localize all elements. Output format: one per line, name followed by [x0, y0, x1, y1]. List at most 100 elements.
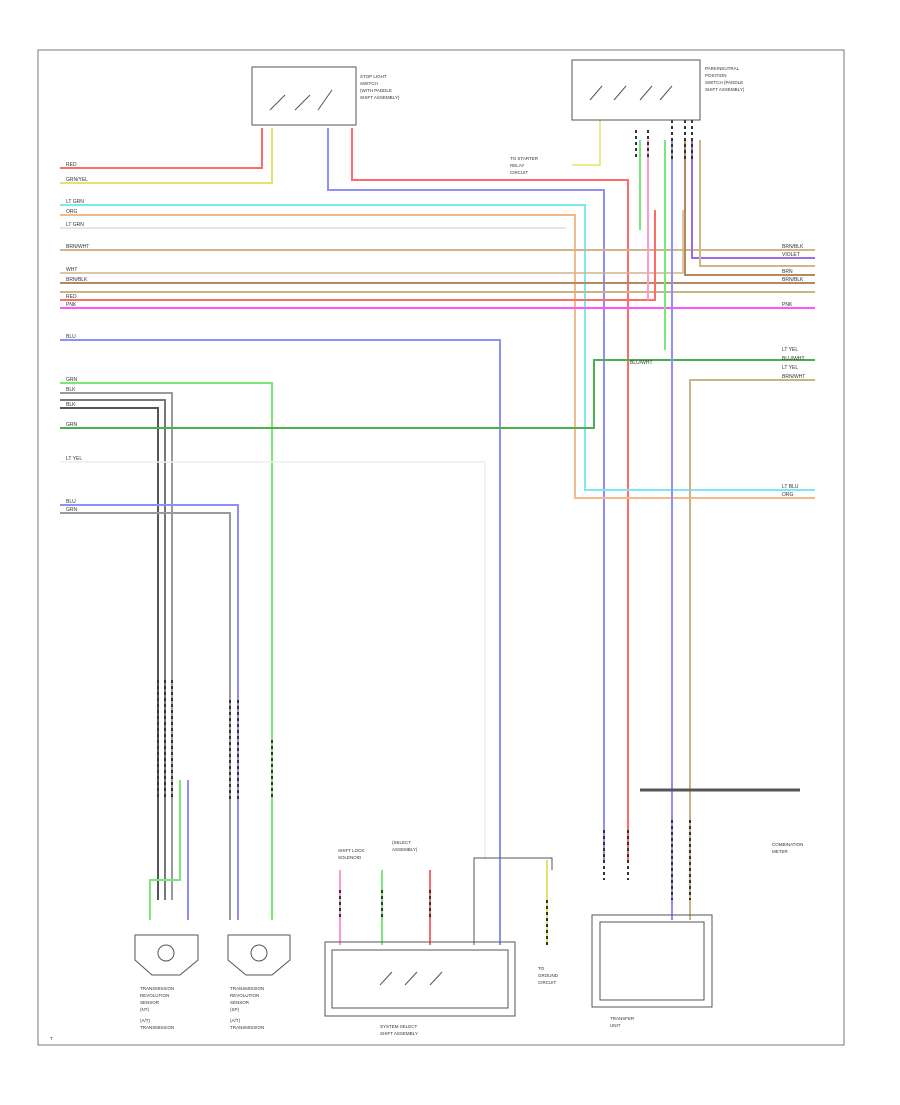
wire-brn-right	[699, 140, 815, 267]
wire-label-l0: RED	[66, 162, 77, 168]
meter-label-2: METER	[772, 849, 789, 854]
transfer-label-2: UNIT	[610, 1023, 621, 1028]
wire-brn-blk-right	[684, 140, 815, 276]
wire-label-l12: BLK	[66, 387, 76, 393]
stop-lamp-switch: STOP LIGHT SWITCH (WITH PADDLE SHIFT ASS…	[251, 66, 400, 126]
wire-wht	[60, 210, 684, 274]
meter-label-1: COMBINATION	[772, 842, 803, 847]
wire-label-r5: LT YEL	[782, 347, 798, 353]
ground-label-3: CIRCUIT	[538, 980, 556, 985]
wire-starter	[572, 120, 601, 166]
wire-label-l8: RED	[66, 294, 77, 300]
wire-lock-frame	[473, 857, 553, 945]
wire-gry-sensor2	[60, 512, 231, 920]
left-wire-labels: RED GRN/YEL LT GRN ORG LT GRN BRN/WHT WH…	[66, 162, 89, 513]
wire-label-l16: BLU	[66, 499, 76, 505]
wire-label-r10: ORG	[782, 492, 794, 498]
wire-label-l6: WHT	[66, 267, 77, 273]
wires	[60, 120, 815, 945]
transfer-label-1: TRANSFER	[610, 1016, 635, 1021]
wire-label-r9: LT BLU	[782, 484, 799, 490]
wire-blu-select	[60, 339, 501, 945]
wire-label-r2: BRN	[782, 269, 793, 275]
connector-marks	[157, 120, 693, 945]
sensor1-label-5: (A/T)	[140, 1018, 150, 1023]
sensor2-label-4: (SP)	[230, 1007, 240, 1012]
wire-label-l5: BRN/WHT	[66, 244, 89, 250]
wire-label-r1: VIOLET	[782, 252, 800, 258]
speed-sensor-2: TRANSMISSION REVOLUTION SENSOR (SP) (A/T…	[227, 934, 291, 1030]
stop-switch-label-2: SWITCH	[360, 81, 378, 86]
right-wire-labels: BRN/BLK VIOLET BRN BRN/BLK PNK LT YEL BL…	[782, 244, 805, 498]
inhibitor-label-4: SHIFT ASSEMBLY)	[705, 87, 745, 92]
sensor1-label-4: (NT)	[140, 1007, 149, 1012]
wire-olive-meter	[689, 379, 815, 920]
starter-relay-note: TO STARTER RELAY CIRCUIT	[510, 156, 539, 175]
transfer-unit: TRANSFER UNIT	[591, 914, 713, 1028]
sensor1-label-1: TRANSMISSION	[140, 986, 174, 991]
shift-lock-labels: SHIFT LOCK SOLENOID (SELECT ASSEMBLY)	[338, 840, 418, 860]
wire-label-l4: LT GRN	[66, 222, 84, 228]
wire-grn-sensor1	[149, 780, 181, 920]
sensor1-label-3: SENSOR	[140, 1000, 160, 1005]
starter-label-2: RELAY	[510, 163, 524, 168]
wire-red-transfer	[351, 128, 629, 860]
sensor2-label-1: TRANSMISSION	[230, 986, 264, 991]
wire-label-l13: BLK	[66, 402, 76, 408]
wire-lt-blu-1	[60, 204, 815, 491]
wire-label-r6: BLU/WHT	[782, 356, 805, 362]
shift-lock-label-3: (SELECT	[392, 840, 411, 845]
wire-label-l9: PNK	[66, 302, 77, 308]
wire-blu-stop-switch	[327, 128, 605, 860]
shift-lock-label-4: ASSEMBLY)	[392, 847, 418, 852]
starter-label-3: CIRCUIT	[510, 170, 528, 175]
wire-label-l3: ORG	[66, 209, 78, 215]
inhibitor-label-2: POSITION	[705, 73, 727, 78]
wire-grn-yel-stop-switch	[60, 128, 273, 184]
wire-lt-yel	[60, 461, 486, 860]
stop-switch-label-1: STOP LIGHT	[360, 74, 387, 79]
select-label-2: SHIFT ASSEMBLY	[380, 1031, 418, 1036]
wire-label-r0: BRN/BLK	[782, 244, 804, 250]
wire-red-stop-switch	[60, 128, 263, 169]
wire-label-l2: LT GRN	[66, 199, 84, 205]
wire-red-2	[60, 210, 656, 301]
sensor1-label-2: REVOLUTION	[140, 993, 169, 998]
wire-label-r8: BRN/WHT	[782, 374, 805, 380]
ground-label-1: TO	[538, 966, 545, 971]
shift-lock-label-1: SHIFT LOCK	[338, 848, 364, 853]
starter-label-1: TO STARTER	[510, 156, 539, 161]
wire-label-r4: PNK	[782, 302, 793, 308]
wire-label-r7: LT YEL	[782, 365, 798, 371]
sensor2-label-2: REVOLUTION	[230, 993, 259, 998]
wire-violet	[691, 140, 815, 259]
wire-label-l7: BRN/BLK	[66, 277, 88, 283]
wire-blk-2	[60, 399, 166, 900]
speed-sensor-1: TRANSMISSION REVOLUTION SENSOR (NT) (A/T…	[134, 934, 199, 1030]
wire-org-1	[60, 214, 815, 499]
diagram-border	[37, 49, 845, 1046]
wire-label-l17: GRN	[66, 507, 78, 513]
sensor2-label-6: TRANSMISSION	[230, 1025, 264, 1030]
stop-switch-label-4: SHIFT ASSEMBLY)	[360, 95, 400, 100]
combination-meter: COMBINATION METER	[772, 842, 803, 854]
wire-label-l14: GRN	[66, 422, 78, 428]
inhibitor-label-1: PARK/NEUTRAL	[705, 66, 740, 71]
sensor2-label-5: (A/T)	[230, 1018, 240, 1023]
wire-label-l15: LT YEL	[66, 456, 82, 462]
wire-blk-3	[60, 407, 159, 900]
wire-label-l1: GRN/YEL	[66, 177, 88, 183]
select-label-1: SYSTEM SELECT	[380, 1024, 418, 1029]
page-ref: T	[50, 1036, 53, 1041]
inhibitor-switch: PARK/NEUTRAL POSITION SWITCH (PADDLE SHI…	[571, 59, 745, 121]
wire-label-l10: BLU	[66, 334, 76, 340]
shift-lock-label-2: SOLENOID	[338, 855, 362, 860]
wire-label-mid: BLU/WHT	[630, 360, 653, 366]
wire-label-r3: BRN/BLK	[782, 277, 804, 283]
wire-blu-sensor2	[60, 504, 239, 920]
inhibitor-label-3: SWITCH (PADDLE	[705, 80, 743, 85]
select-assembly: SYSTEM SELECT SHIFT ASSEMBLY	[324, 941, 516, 1036]
wire-blk-1	[60, 392, 173, 900]
